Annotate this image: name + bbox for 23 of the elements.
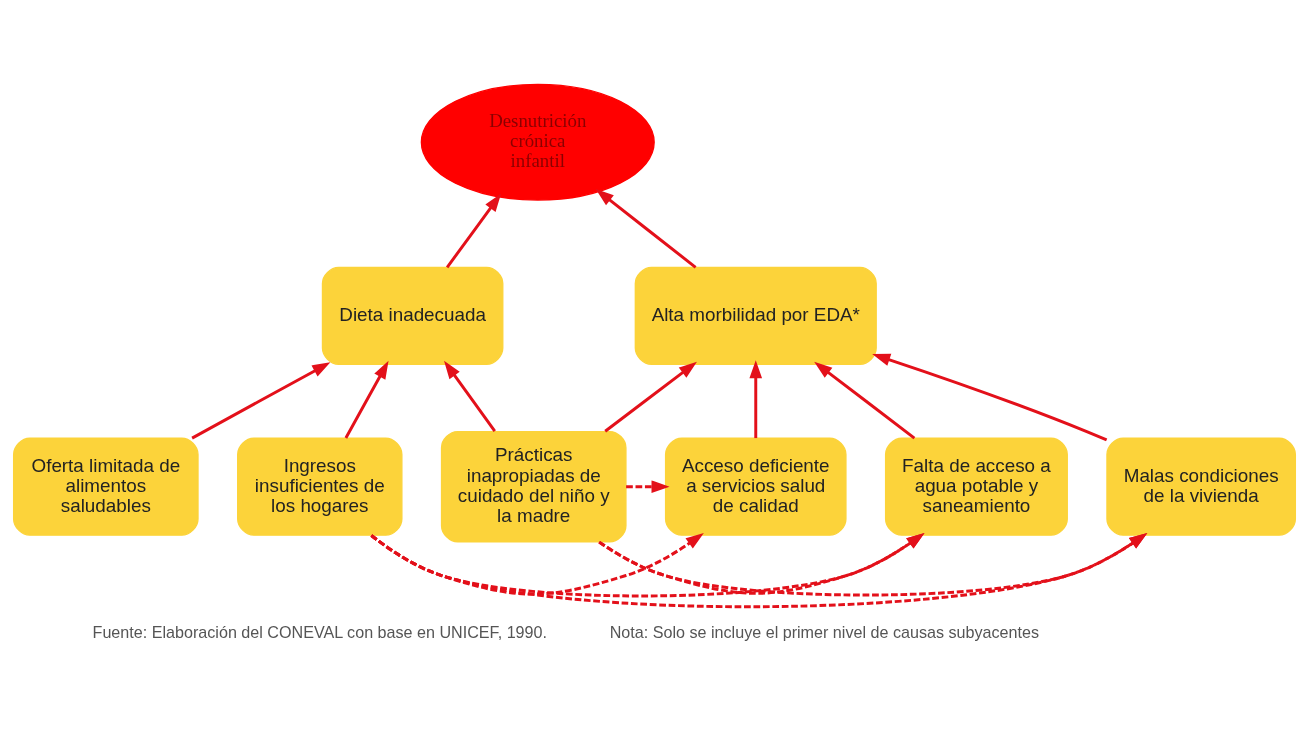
arrow (598, 532, 1148, 596)
arrow (595, 188, 697, 268)
label: Nota: Solo se incluye el primer nivel de causas subyacentes (609, 622, 1040, 641)
arrow (191, 361, 331, 439)
arrow (604, 361, 697, 432)
node-box: Acceso deficiente a servicios salud de calidad (664, 437, 847, 536)
label: Fuente: Elaboración del CONEVAL con base en UNICEF, 1990. (92, 622, 547, 641)
arrow (370, 532, 1148, 608)
node-box: Ingresos insuficientes de los hogares (237, 437, 403, 536)
node-box: Prácticas inapropiadas de cuidado del niño y la madre (440, 430, 627, 543)
arrow (445, 193, 502, 268)
node-box: Oferta limitada de alimentos saludables (12, 437, 199, 536)
node-box: Falta de acceso a agua potable y saneamiento (884, 437, 1068, 536)
node-ellipse: Desnutrición crónica infantil (420, 83, 655, 201)
node-box: Dieta inadecuada (321, 266, 504, 365)
arrow (749, 359, 763, 438)
arrow (626, 479, 670, 493)
arrow (344, 360, 389, 439)
arrow (444, 360, 496, 432)
node-box: Alta morbilidad por EDA* (634, 266, 877, 365)
arrow (872, 353, 1108, 441)
arrow (814, 361, 916, 439)
node-box: Malas condiciones de la vivienda (1106, 437, 1297, 536)
